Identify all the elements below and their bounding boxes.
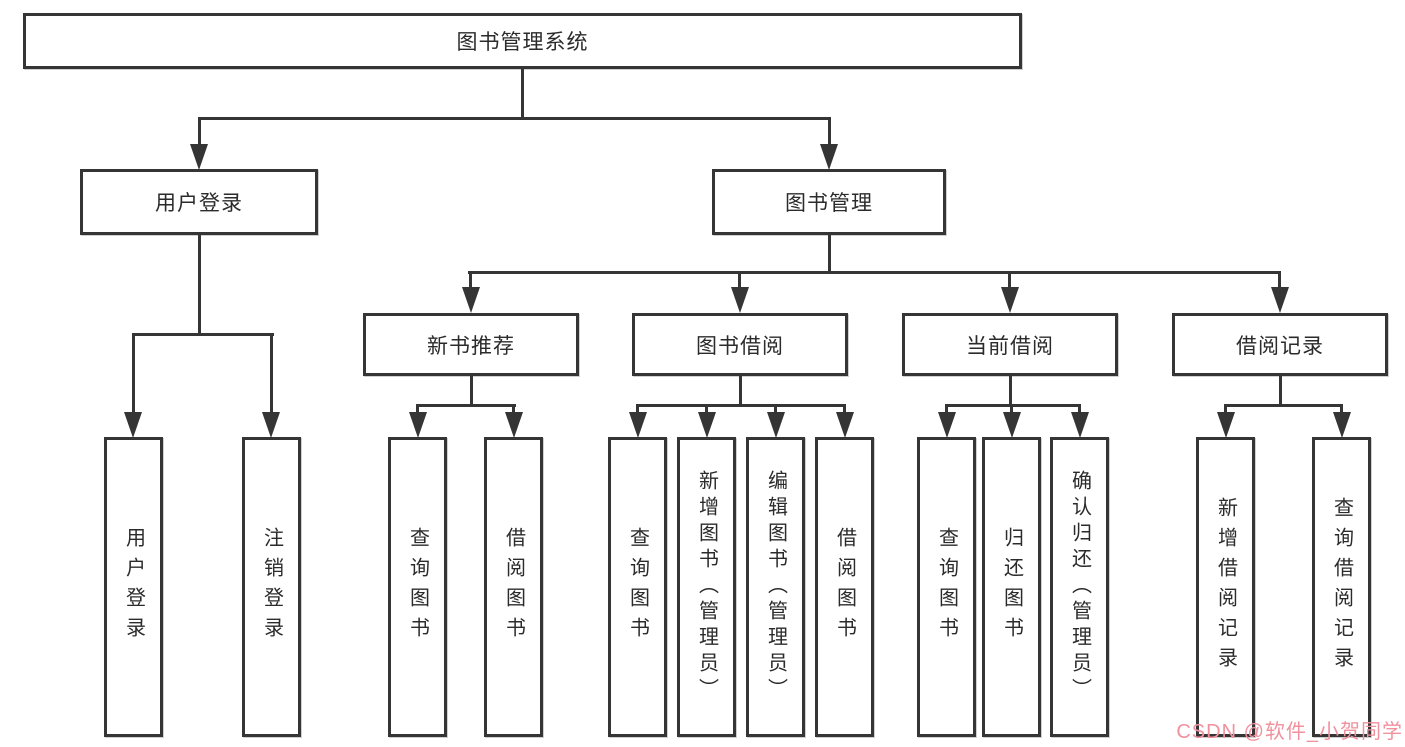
connector-drop-query-books-borrowing xyxy=(636,407,639,415)
leaf-user-login: 用户登录 xyxy=(104,437,163,737)
leaf-query-books-borrowing-label: 查询图书 xyxy=(626,527,649,647)
connector-recommend-stem xyxy=(470,376,473,406)
connector-drop-query-books-recommend xyxy=(416,407,419,415)
arrowhead-return-books xyxy=(1003,412,1021,438)
leaf-query-books-current: 查询图书 xyxy=(917,437,976,737)
arrowhead-query-borrow-record xyxy=(1333,412,1351,438)
arrowhead-borrow-books-borrowing xyxy=(836,412,854,438)
connector-book-management-crossbar xyxy=(468,271,1281,274)
arrowhead-book-borrowing xyxy=(731,287,749,313)
leaf-edit-books-admin: 编辑图书（管理员） xyxy=(746,437,805,737)
leaf-query-borrow-record: 查询借阅记录 xyxy=(1312,437,1371,737)
leaf-edit-books-admin-label: 编辑图书（管理员） xyxy=(764,470,787,704)
connector-borrowing-crossbar xyxy=(636,404,846,407)
connector-drop-leaf-user-login xyxy=(132,336,135,414)
leaf-add-books-admin-label: 新增图书（管理员） xyxy=(695,470,718,704)
leaf-logout: 注销登录 xyxy=(242,437,301,737)
connector-book-management-stem xyxy=(828,235,831,273)
arrowhead-edit-books-admin xyxy=(767,412,785,438)
arrowhead-book-management xyxy=(820,144,838,170)
connector-drop-query-borrow-record xyxy=(1340,407,1343,415)
connector-drop-borrowing-records xyxy=(1278,274,1281,288)
leaf-query-books-recommend-label: 查询图书 xyxy=(406,527,429,647)
arrowhead-current-borrowing xyxy=(1001,287,1019,313)
connector-drop-return-books xyxy=(1010,407,1013,415)
arrowhead-confirm-return-admin xyxy=(1071,412,1089,438)
connector-records-stem xyxy=(1279,376,1282,406)
connector-drop-edit-books-admin xyxy=(774,407,777,415)
arrowhead-query-books-borrowing xyxy=(629,412,647,438)
arrowhead-leaf-user-login xyxy=(124,412,142,438)
connector-drop-confirm-return-admin xyxy=(1078,407,1081,415)
leaf-borrow-books-borrowing-label: 借阅图书 xyxy=(833,527,856,647)
arrowhead-new-book-recommend xyxy=(462,287,480,313)
connector-drop-add-books-admin xyxy=(705,407,708,415)
leaf-query-books-borrowing: 查询图书 xyxy=(608,437,667,737)
connector-current-crossbar xyxy=(945,404,1081,407)
arrowhead-borrow-books-recommend xyxy=(505,412,523,438)
arrowhead-query-books-current xyxy=(938,412,956,438)
arrowhead-query-books-recommend xyxy=(409,412,427,438)
node-new-book-recommend: 新书推荐 xyxy=(363,313,579,376)
connector-drop-book-management xyxy=(828,120,831,146)
leaf-add-borrow-record: 新增借阅记录 xyxy=(1196,437,1255,737)
node-book-management: 图书管理 xyxy=(712,169,946,235)
node-book-borrowing: 图书借阅 xyxy=(632,313,848,376)
leaf-borrow-books-borrowing: 借阅图书 xyxy=(815,437,874,737)
node-current-borrowing-label: 当前借阅 xyxy=(966,334,1054,358)
connector-drop-new-book-recommend xyxy=(469,274,472,288)
connector-drop-user-login xyxy=(198,120,201,146)
connector-root-stem xyxy=(521,69,524,119)
leaf-add-books-admin: 新增图书（管理员） xyxy=(677,437,736,737)
leaf-query-books-current-label: 查询图书 xyxy=(935,527,958,647)
connector-drop-book-borrowing xyxy=(738,274,741,288)
leaf-query-borrow-record-label: 查询借阅记录 xyxy=(1330,497,1353,677)
connector-drop-current-borrowing xyxy=(1008,274,1011,288)
leaf-return-books-label: 归还图书 xyxy=(1000,527,1023,647)
node-borrowing-records: 借阅记录 xyxy=(1172,313,1388,376)
leaf-return-books: 归还图书 xyxy=(982,437,1041,737)
csdn-watermark: CSDN @软件_小贺同学 xyxy=(1176,721,1403,743)
arrowhead-user-login xyxy=(190,144,208,170)
connector-drop-add-borrow-record xyxy=(1224,407,1227,415)
node-current-borrowing: 当前借阅 xyxy=(902,313,1118,376)
connector-borrowing-stem xyxy=(739,376,742,406)
connector-user-login-stem xyxy=(198,235,201,335)
leaf-user-login-label: 用户登录 xyxy=(122,527,145,647)
arrowhead-add-borrow-record xyxy=(1217,412,1235,438)
arrowhead-leaf-logout xyxy=(262,412,280,438)
connector-drop-leaf-logout xyxy=(270,336,273,414)
node-user-login: 用户登录 xyxy=(80,169,318,235)
leaf-logout-label: 注销登录 xyxy=(260,527,283,647)
node-book-borrowing-label: 图书借阅 xyxy=(696,334,784,358)
arrowhead-add-books-admin xyxy=(698,412,716,438)
leaf-borrow-books-recommend-label: 借阅图书 xyxy=(502,527,525,647)
connector-drop-borrow-books-borrowing xyxy=(843,407,846,415)
connector-recommend-crossbar xyxy=(416,404,516,407)
node-borrowing-records-label: 借阅记录 xyxy=(1236,334,1324,358)
node-library-management-system-label: 图书管理系统 xyxy=(456,31,589,54)
arrowhead-borrowing-records xyxy=(1271,287,1289,313)
connector-records-crossbar xyxy=(1224,404,1343,407)
leaf-confirm-return-admin: 确认归还（管理员） xyxy=(1050,437,1109,737)
leaf-borrow-books-recommend: 借阅图书 xyxy=(484,437,543,737)
connector-drop-query-books-current xyxy=(945,407,948,415)
leaf-add-borrow-record-label: 新增借阅记录 xyxy=(1214,497,1237,677)
connector-current-stem xyxy=(1009,376,1012,406)
leaf-confirm-return-admin-label: 确认归还（管理员） xyxy=(1068,470,1091,704)
node-user-login-label: 用户登录 xyxy=(155,192,243,215)
node-library-management-system: 图书管理系统 xyxy=(23,13,1022,69)
connector-user-login-crossbar xyxy=(132,333,274,336)
connector-drop-borrow-books-recommend xyxy=(512,407,515,415)
node-new-book-recommend-label: 新书推荐 xyxy=(427,334,515,358)
node-book-management-label: 图书管理 xyxy=(785,192,873,215)
leaf-query-books-recommend: 查询图书 xyxy=(388,437,447,737)
connector-root-crossbar xyxy=(198,117,831,120)
